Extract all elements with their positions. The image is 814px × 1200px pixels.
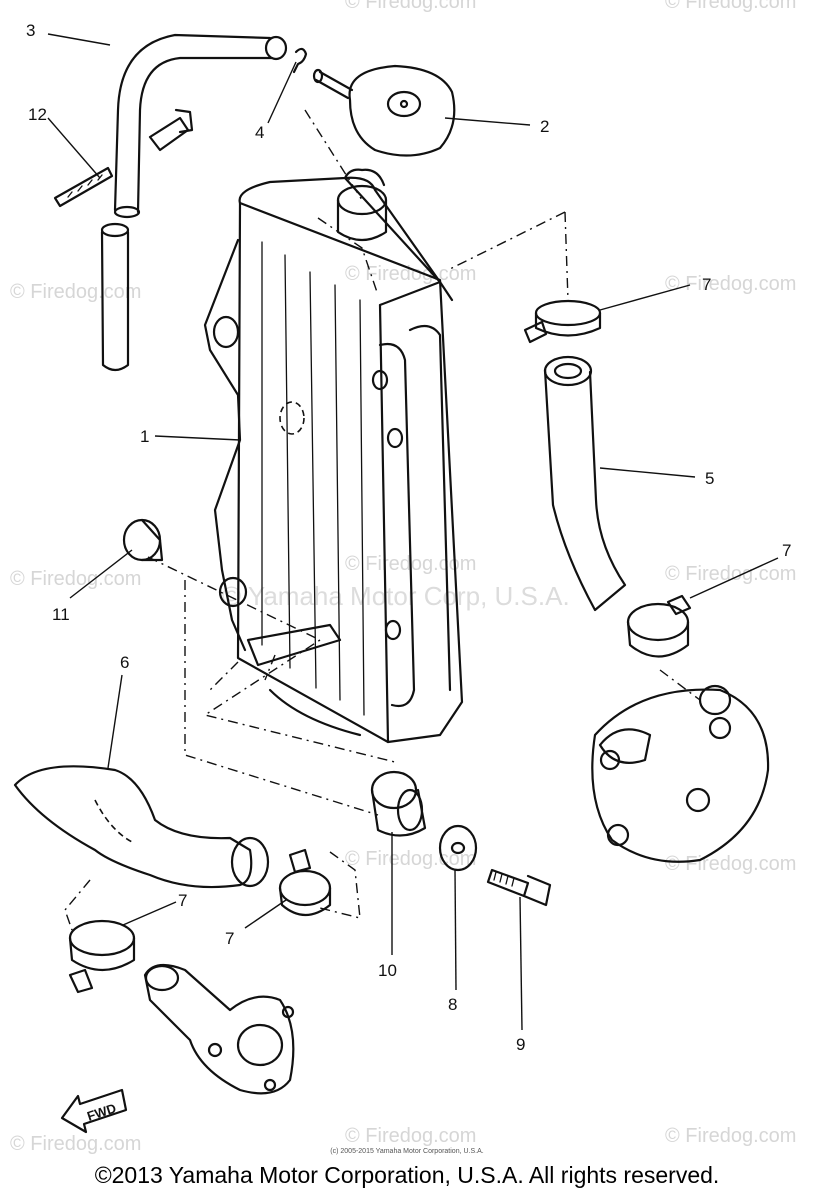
watermark-firedog: © Firedog.com xyxy=(345,0,476,13)
radiator-core xyxy=(203,168,464,744)
collar xyxy=(122,518,164,562)
watermark-firedog: © Firedog.com xyxy=(665,273,796,295)
radiator-cap xyxy=(312,64,456,157)
watermark-firedog: © Firedog.com xyxy=(10,568,141,590)
watermark-yamaha-overlay: © Yamaha Motor Corp, U.S.A. xyxy=(222,581,570,611)
fwd-label: FWD xyxy=(85,1100,118,1123)
copyright-notice: ©2013 Yamaha Motor Corporation, U.S.A. A… xyxy=(94,1162,720,1188)
hose-clamp xyxy=(626,594,692,658)
breather-hose xyxy=(100,33,288,372)
watermark-firedog: © Firedog.com xyxy=(665,563,796,585)
callout-8: 8 xyxy=(448,995,457,1014)
alignment-lines xyxy=(64,109,701,931)
callout-5: 5 xyxy=(705,469,714,488)
callout-3: 3 xyxy=(26,21,35,40)
upper-radiator-hose xyxy=(543,355,627,612)
watermark-firedog: © Firedog.com xyxy=(665,0,796,13)
callout-7: 7 xyxy=(225,929,234,948)
callout-7: 7 xyxy=(702,275,711,294)
hose-clamp xyxy=(523,299,602,344)
callout-11: 11 xyxy=(52,605,70,624)
watermark-layer: © Firedog.com © Firedog.com © Firedog.co… xyxy=(10,0,796,1155)
watermark-firedog: © Firedog.com xyxy=(10,281,141,303)
watermark-firedog: © Firedog.com xyxy=(665,853,796,875)
grommet xyxy=(370,770,427,837)
callout-numbers: 1 2 3 4 5 6 7 7 7 7 8 9 10 11 12 xyxy=(26,21,791,1054)
bolt xyxy=(486,868,552,907)
washer xyxy=(438,824,478,872)
callout-7: 7 xyxy=(178,891,187,910)
callout-4: 4 xyxy=(255,123,264,142)
water-pump-cover xyxy=(143,963,295,1095)
cable-tie xyxy=(53,108,194,208)
callout-7: 7 xyxy=(782,541,791,560)
leader-lines xyxy=(47,33,779,1031)
image-credit: (c) 2005-2015 Yamaha Motor Corporation, … xyxy=(330,1148,484,1155)
hose-clip xyxy=(292,47,308,74)
hose-clamp xyxy=(278,848,332,917)
fwd-arrow: FWD xyxy=(60,1088,128,1134)
lower-radiator-hose xyxy=(13,765,270,889)
callout-10: 10 xyxy=(378,961,397,980)
cylinder-head xyxy=(591,684,770,863)
callout-1: 1 xyxy=(140,427,149,446)
watermark-firedog: © Firedog.com xyxy=(665,1125,796,1147)
callout-9: 9 xyxy=(516,1035,525,1054)
watermark-firedog: © Firedog.com xyxy=(345,263,476,285)
callout-12: 12 xyxy=(28,105,47,124)
watermark-firedog: © Firedog.com xyxy=(10,1133,141,1155)
hose-clamp xyxy=(68,919,136,994)
watermark-firedog: © Firedog.com xyxy=(345,1125,476,1147)
callout-6: 6 xyxy=(120,653,129,672)
callout-2: 2 xyxy=(540,117,549,136)
watermark-firedog: © Firedog.com xyxy=(345,848,476,870)
